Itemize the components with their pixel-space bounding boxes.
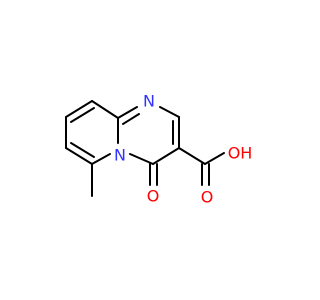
bond-c3-cooh — [178, 147, 206, 165]
atom-o-ketone: O — [147, 187, 160, 206]
atom-n-fused: N — [114, 146, 126, 165]
bond-c6-n5 — [91, 153, 111, 165]
molecule-structure: N N O O OH — [65, 92, 252, 207]
bond-c9a-n1 — [117, 106, 138, 119]
bond-c7-c6 — [65, 147, 93, 165]
bond-c7-c6-inner — [70, 142, 95, 158]
atom-labels: N N O O OH — [114, 92, 252, 207]
bond-c4-n5 — [129, 153, 154, 165]
bond-c9-c8-inner — [70, 107, 95, 123]
bond-c9a-n1-inner — [122, 113, 140, 125]
bond-c9a-c9 — [91, 100, 119, 119]
bonds — [65, 100, 225, 197]
bond-cooh-oh — [204, 152, 225, 165]
atom-oh: OH — [228, 144, 253, 163]
bond-c9-c8 — [65, 100, 93, 118]
bond-n1-c2 — [159, 106, 180, 118]
atom-o-carbonyl: O — [201, 188, 214, 207]
bond-c3-c4 — [152, 147, 180, 165]
atom-n-top: N — [143, 92, 155, 111]
